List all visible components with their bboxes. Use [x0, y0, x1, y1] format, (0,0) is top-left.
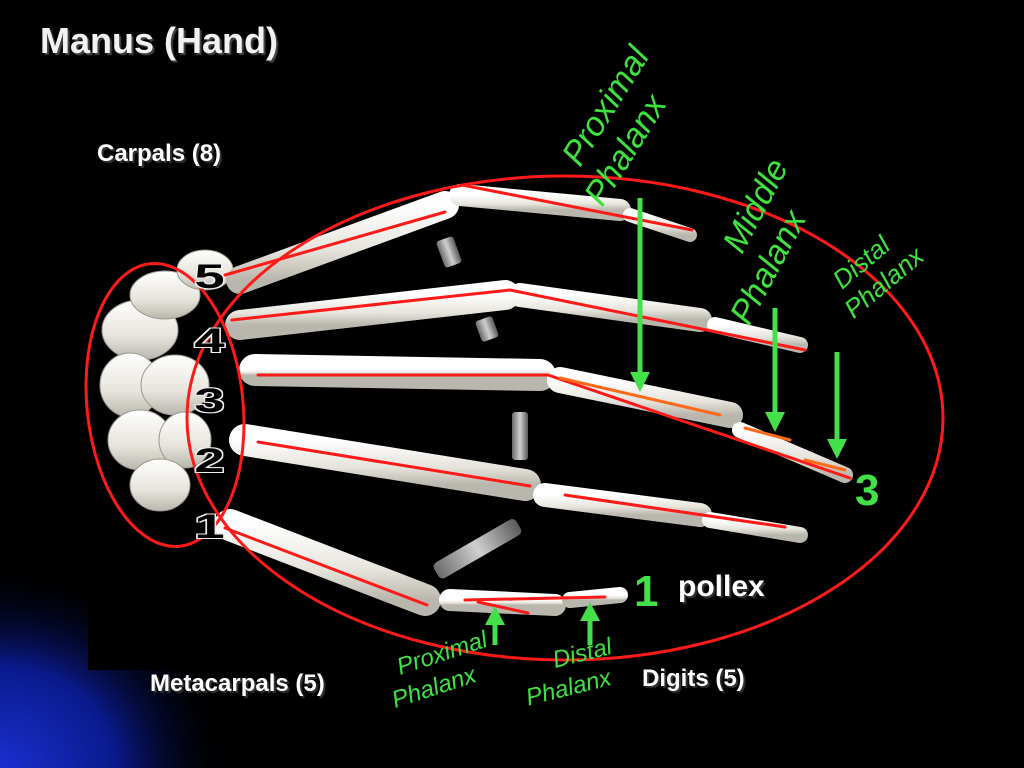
distal-phalanx-thumb-line2: Phalanx [523, 664, 615, 711]
digits-label: Digits (5) [642, 665, 745, 692]
wire-springs [433, 236, 528, 579]
metacarpal-number-5: 5 [194, 258, 225, 296]
carpals-outline [84, 262, 246, 548]
digit-1-number: 1 [634, 567, 659, 616]
pollex-label: pollex [678, 570, 765, 603]
metacarpal-number-4: 4 [194, 322, 225, 360]
digit-3-number: 3 [855, 466, 880, 515]
carpals-label: Carpals (8) [97, 140, 222, 167]
metacarpals-label: Metacarpals (5) [150, 670, 325, 697]
metacarpal-number-1: 1 [194, 508, 225, 546]
metacarpal-number-2: 2 [194, 442, 225, 480]
red-outlines [84, 174, 945, 662]
metacarpal-number-3: 3 [194, 382, 225, 420]
red-annotation-lines [223, 183, 852, 615]
slide-title: Manus (Hand) [40, 20, 278, 61]
hand-outline [185, 174, 945, 662]
green-arrows [485, 198, 847, 645]
carpal-bones [99, 249, 234, 512]
